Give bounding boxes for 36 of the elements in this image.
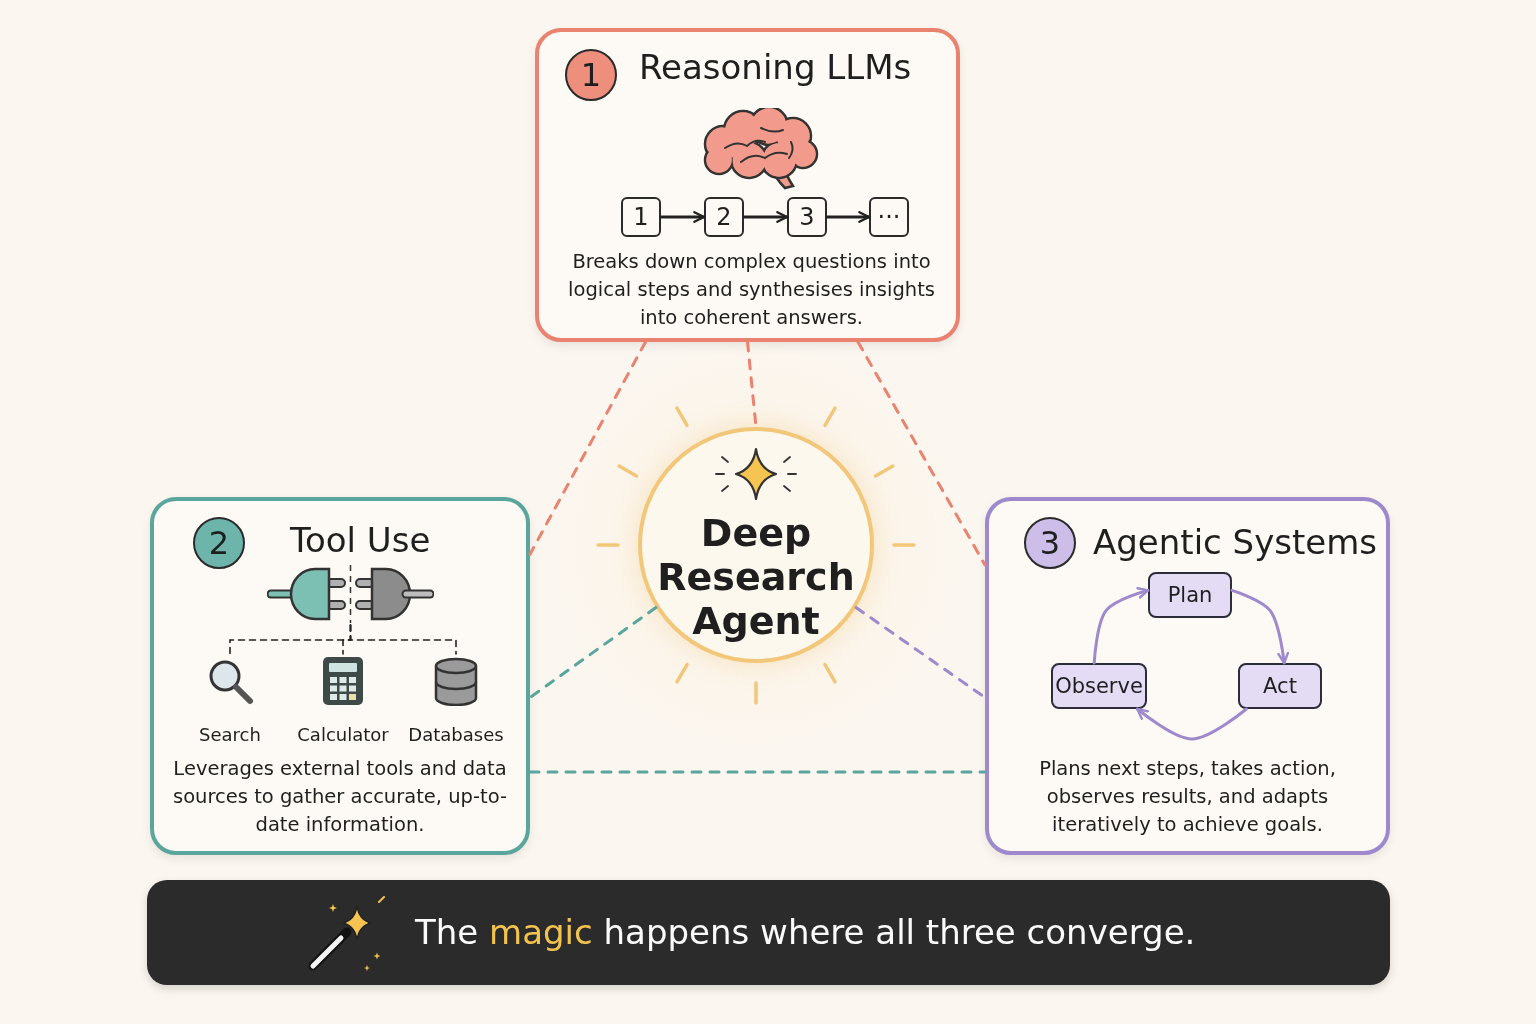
card-title: Tool Use — [290, 519, 432, 561]
tool-label: Search — [198, 724, 262, 745]
concept-card — [985, 497, 1390, 855]
step-box: 3 — [787, 197, 827, 237]
card-title: Reasoning LLMs — [639, 46, 913, 88]
card-title: Agentic Systems — [1093, 521, 1379, 563]
stage-box: Act — [1238, 663, 1322, 709]
connector — [528, 606, 658, 699]
tool-label: Databases — [407, 724, 505, 745]
connector — [528, 340, 647, 556]
step-box: 2 — [704, 197, 744, 237]
connector — [742, 211, 789, 223]
banner-text: The magic happens where all three converge. — [415, 911, 1197, 954]
tool-label: Calculator — [296, 724, 390, 745]
card-description: Leverages external tools and data sources to gather accurate, up-to-date information. — [172, 756, 508, 838]
connector — [528, 770, 987, 774]
concept-card — [535, 28, 960, 342]
connector — [825, 211, 871, 223]
number-badge: 2 — [193, 517, 245, 569]
step-box: 1 — [621, 197, 661, 237]
hub-title: Deep Research Agent — [656, 511, 856, 643]
number-badge: 3 — [1024, 517, 1076, 569]
number-badge: 1 — [565, 49, 617, 101]
stage-box: Observe — [1051, 663, 1147, 709]
connector — [1230, 588, 1290, 665]
card-description: Breaks down complex questions into logical steps and synthesises insights into coherent answers. — [567, 249, 936, 331]
stage-box: Plan — [1148, 572, 1232, 618]
connector — [856, 340, 987, 567]
connector — [349, 624, 457, 655]
connector — [659, 211, 706, 223]
banner — [147, 880, 1390, 985]
connector — [1092, 587, 1150, 665]
step-box: ··· — [869, 197, 909, 237]
concept-card — [150, 497, 530, 855]
card-description: Plans next steps, takes action, observes results, and adapts iteratively to achieve goals. — [1038, 756, 1337, 838]
connector — [1135, 707, 1248, 741]
